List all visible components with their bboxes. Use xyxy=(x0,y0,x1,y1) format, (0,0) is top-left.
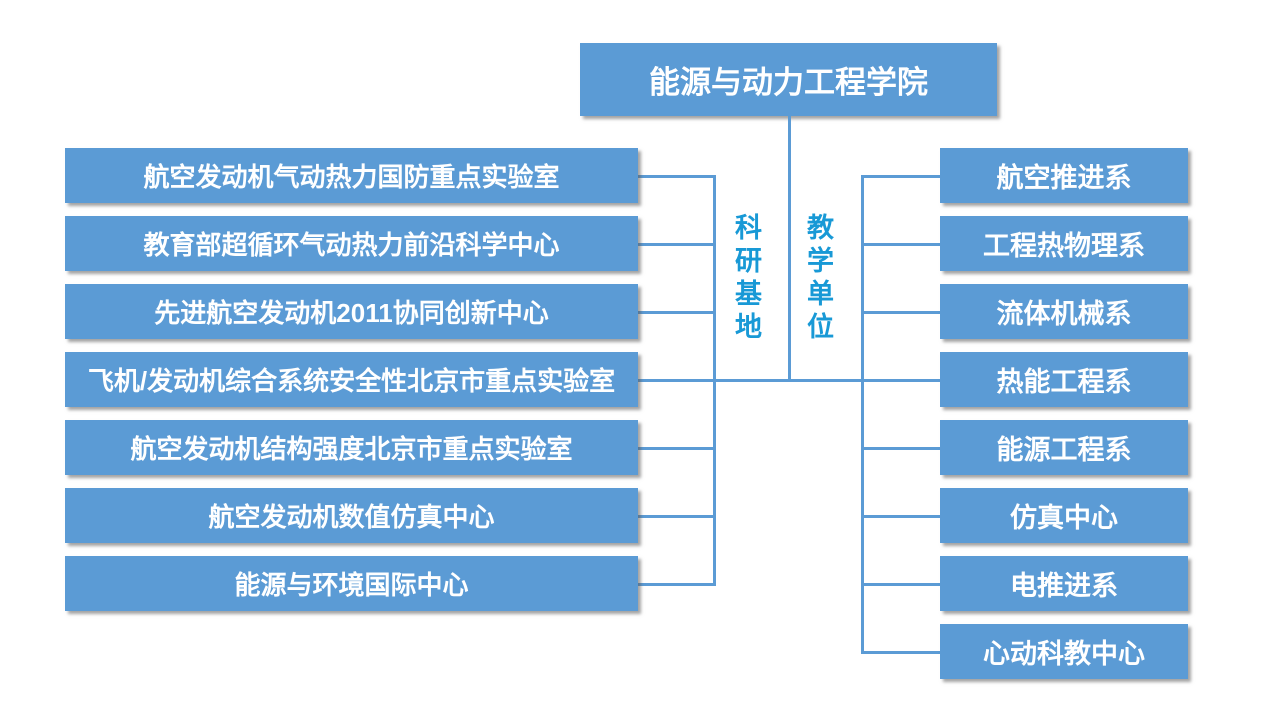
connector-right-stub-8 xyxy=(861,651,940,654)
connector-right-stub-5 xyxy=(861,447,940,450)
research-node-4: 飞机/发动机综合系统安全性北京市重点实验室 xyxy=(65,352,638,407)
teaching-node-8: 心动科教中心 xyxy=(940,624,1188,679)
connector-right-stub-7 xyxy=(861,583,940,586)
connector-main-horizontal xyxy=(638,379,940,382)
research-node-2: 教育部超循环气动热力前沿科学中心 xyxy=(65,216,638,271)
connector-center-vertical xyxy=(788,116,791,381)
teaching-column: 航空推进系 工程热物理系 流体机械系 热能工程系 能源工程系 仿真中心 电推进系… xyxy=(940,148,1188,679)
connector-left-stub-6 xyxy=(638,515,715,518)
group-label-teaching: 教学单位 xyxy=(803,213,833,345)
connector-left-stub-7 xyxy=(638,583,715,586)
research-node-5: 航空发动机结构强度北京市重点实验室 xyxy=(65,420,638,475)
teaching-node-7: 电推进系 xyxy=(940,556,1188,611)
connector-right-stub-3 xyxy=(861,311,940,314)
connector-left-vertical xyxy=(713,175,716,586)
teaching-node-4: 热能工程系 xyxy=(940,352,1188,407)
connector-left-stub-1 xyxy=(638,175,715,178)
teaching-node-1: 航空推进系 xyxy=(940,148,1188,203)
connector-right-vertical xyxy=(861,175,864,654)
root-node: 能源与动力工程学院 xyxy=(580,43,997,116)
research-column: 航空发动机气动热力国防重点实验室 教育部超循环气动热力前沿科学中心 先进航空发动… xyxy=(65,148,638,611)
connector-left-stub-5 xyxy=(638,447,715,450)
teaching-node-2: 工程热物理系 xyxy=(940,216,1188,271)
research-node-1: 航空发动机气动热力国防重点实验室 xyxy=(65,148,638,203)
teaching-node-6: 仿真中心 xyxy=(940,488,1188,543)
connector-left-stub-3 xyxy=(638,311,715,314)
teaching-node-3: 流体机械系 xyxy=(940,284,1188,339)
connector-right-stub-1 xyxy=(861,175,940,178)
research-node-3: 先进航空发动机2011协同创新中心 xyxy=(65,284,638,339)
research-node-7: 能源与环境国际中心 xyxy=(65,556,638,611)
connector-left-stub-2 xyxy=(638,243,715,246)
connector-right-stub-2 xyxy=(861,243,940,246)
teaching-node-5: 能源工程系 xyxy=(940,420,1188,475)
research-node-6: 航空发动机数值仿真中心 xyxy=(65,488,638,543)
connector-right-stub-6 xyxy=(861,515,940,518)
group-label-research: 科研基地 xyxy=(731,213,761,345)
